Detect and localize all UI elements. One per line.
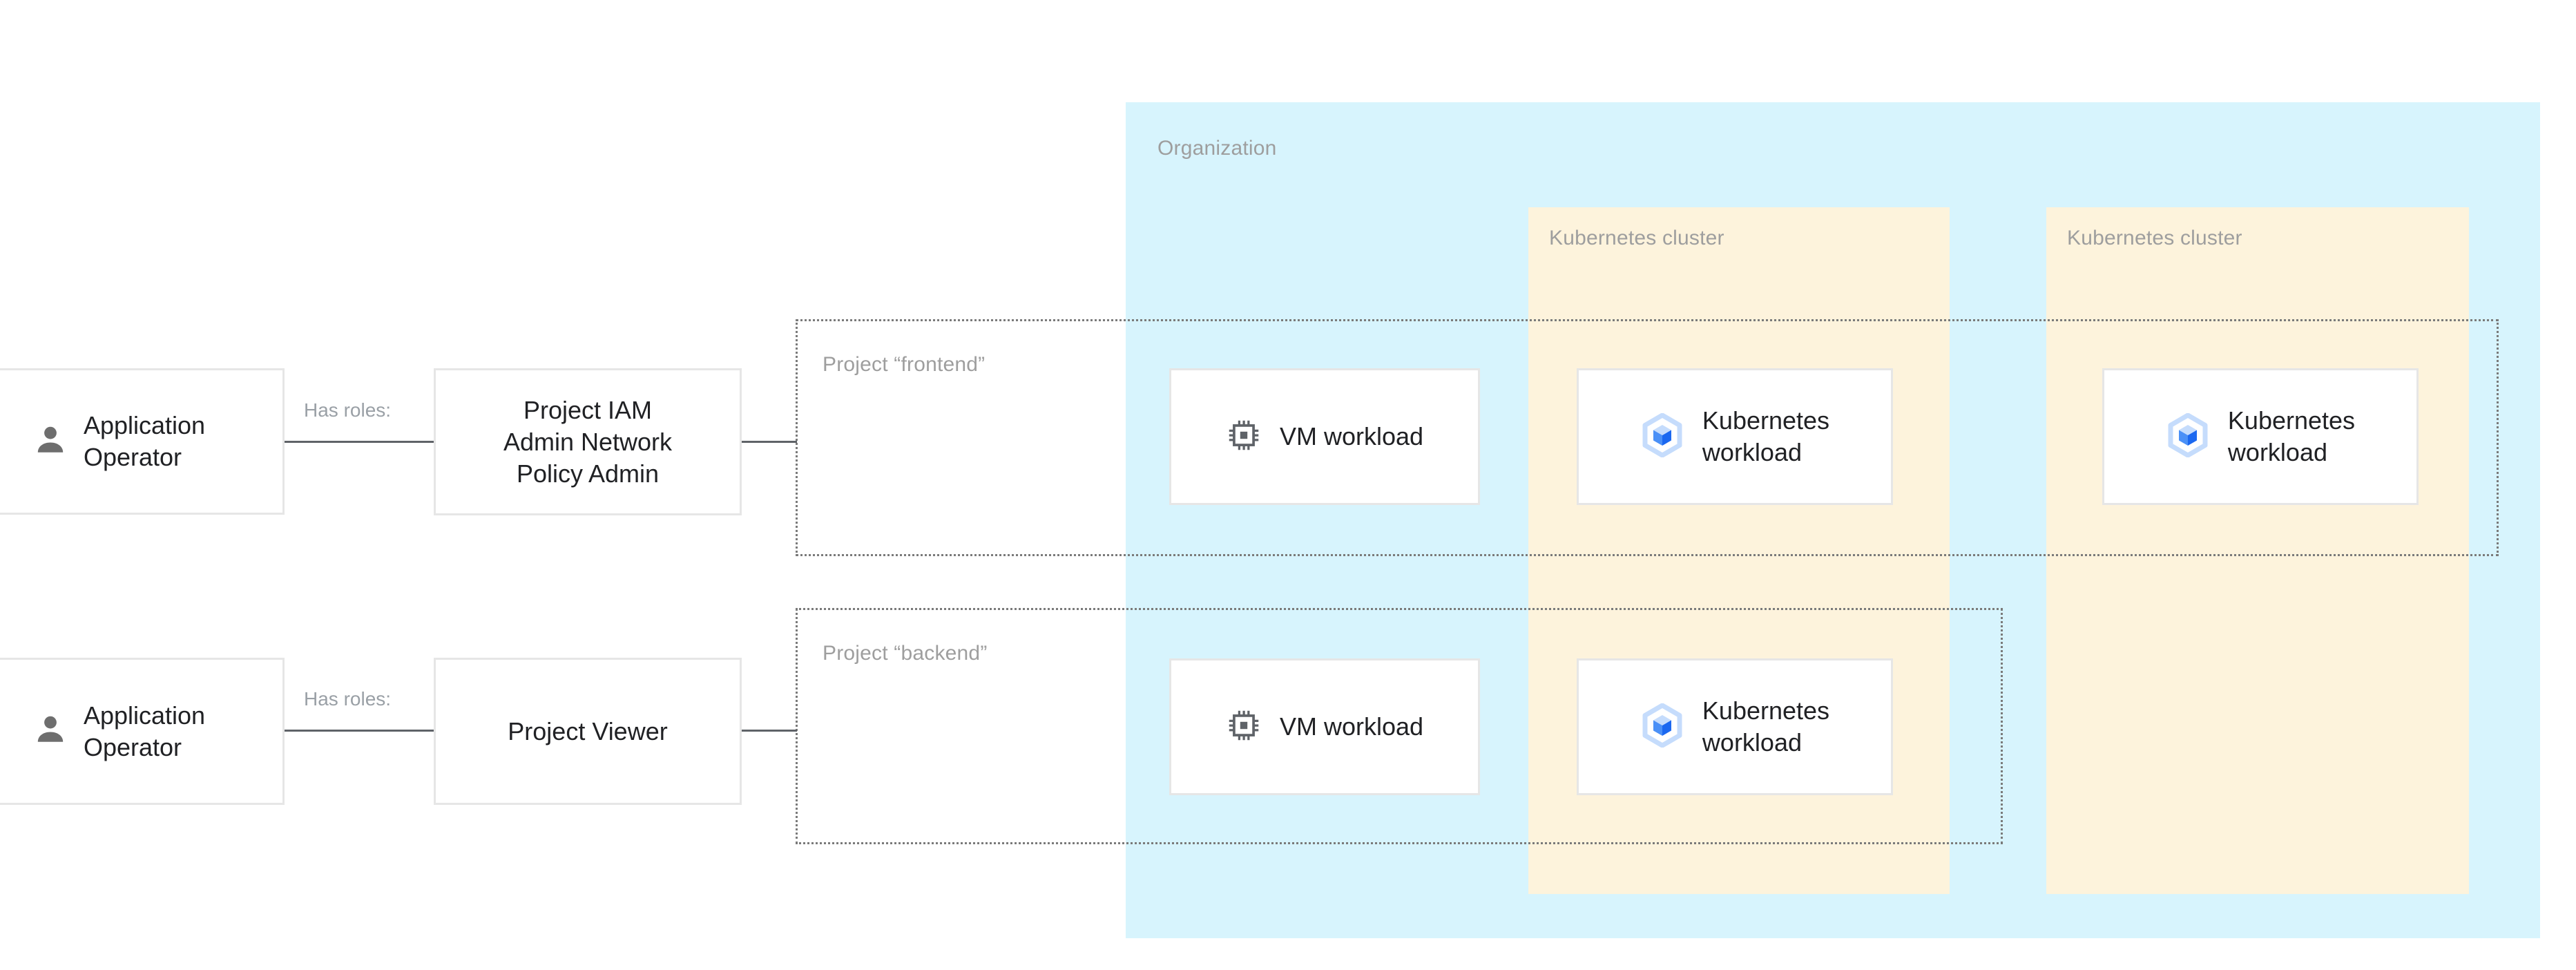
connector-role-project-2	[742, 730, 797, 732]
card-frontend-vm-workload[interactable]: VM workload	[1169, 368, 1480, 505]
card-frontend-kubernetes-workload-2[interactable]: Kubernetes workload	[2102, 368, 2419, 505]
connector-actor-role-1	[285, 441, 434, 443]
role-label-1: Project IAM Admin Network Policy Admin	[503, 395, 673, 488]
organization-label: Organization	[1157, 137, 1277, 160]
kubernetes-icon	[1640, 703, 1684, 751]
card-label-frontend-k8s: Kubernetes workload	[1702, 406, 1830, 466]
kubernetes-icon	[1640, 412, 1684, 461]
connector-actor-role-2	[285, 730, 434, 732]
role-box-2[interactable]: Project Viewer	[434, 658, 742, 805]
person-icon	[32, 712, 68, 751]
project-frontend-region: Project “frontend”	[796, 319, 2499, 556]
project-backend-label: Project “backend”	[823, 642, 988, 665]
project-backend-region: Project “backend”	[796, 608, 2003, 844]
role-box-1[interactable]: Project IAM Admin Network Policy Admin	[434, 368, 742, 515]
card-label-frontend-vm: VM workload	[1279, 422, 1424, 450]
connector-role-project-1	[742, 441, 797, 443]
actor-label-1: Application Operator	[83, 411, 206, 471]
card-backend-vm-workload[interactable]: VM workload	[1169, 658, 1480, 795]
chip-icon	[1226, 417, 1262, 457]
card-label-backend-k8s: Kubernetes workload	[1702, 696, 1830, 757]
kubernetes-icon	[2166, 412, 2210, 461]
card-frontend-kubernetes-workload[interactable]: Kubernetes workload	[1577, 368, 1893, 505]
role-label-2: Project Viewer	[508, 716, 668, 745]
kubernetes-cluster-2-label: Kubernetes cluster	[2067, 227, 2242, 249]
card-label-backend-vm: VM workload	[1279, 712, 1424, 741]
card-backend-kubernetes-workload[interactable]: Kubernetes workload	[1577, 658, 1893, 795]
project-frontend-label: Project “frontend”	[823, 353, 986, 376]
kubernetes-cluster-1-label: Kubernetes cluster	[1549, 227, 1724, 249]
person-icon	[32, 422, 68, 462]
actor-box-2[interactable]: Application Operator	[0, 658, 285, 805]
chip-icon	[1226, 707, 1262, 747]
kubernetes-cluster-2-region: Kubernetes cluster	[2046, 207, 2469, 894]
edge-label-has-roles-2: Has roles:	[304, 688, 392, 710]
card-label-frontend-k8s-2: Kubernetes workload	[2227, 406, 2356, 466]
edge-label-has-roles-1: Has roles:	[304, 399, 392, 421]
actor-label-2: Application Operator	[83, 701, 206, 761]
actor-box-1[interactable]: Application Operator	[0, 368, 285, 515]
